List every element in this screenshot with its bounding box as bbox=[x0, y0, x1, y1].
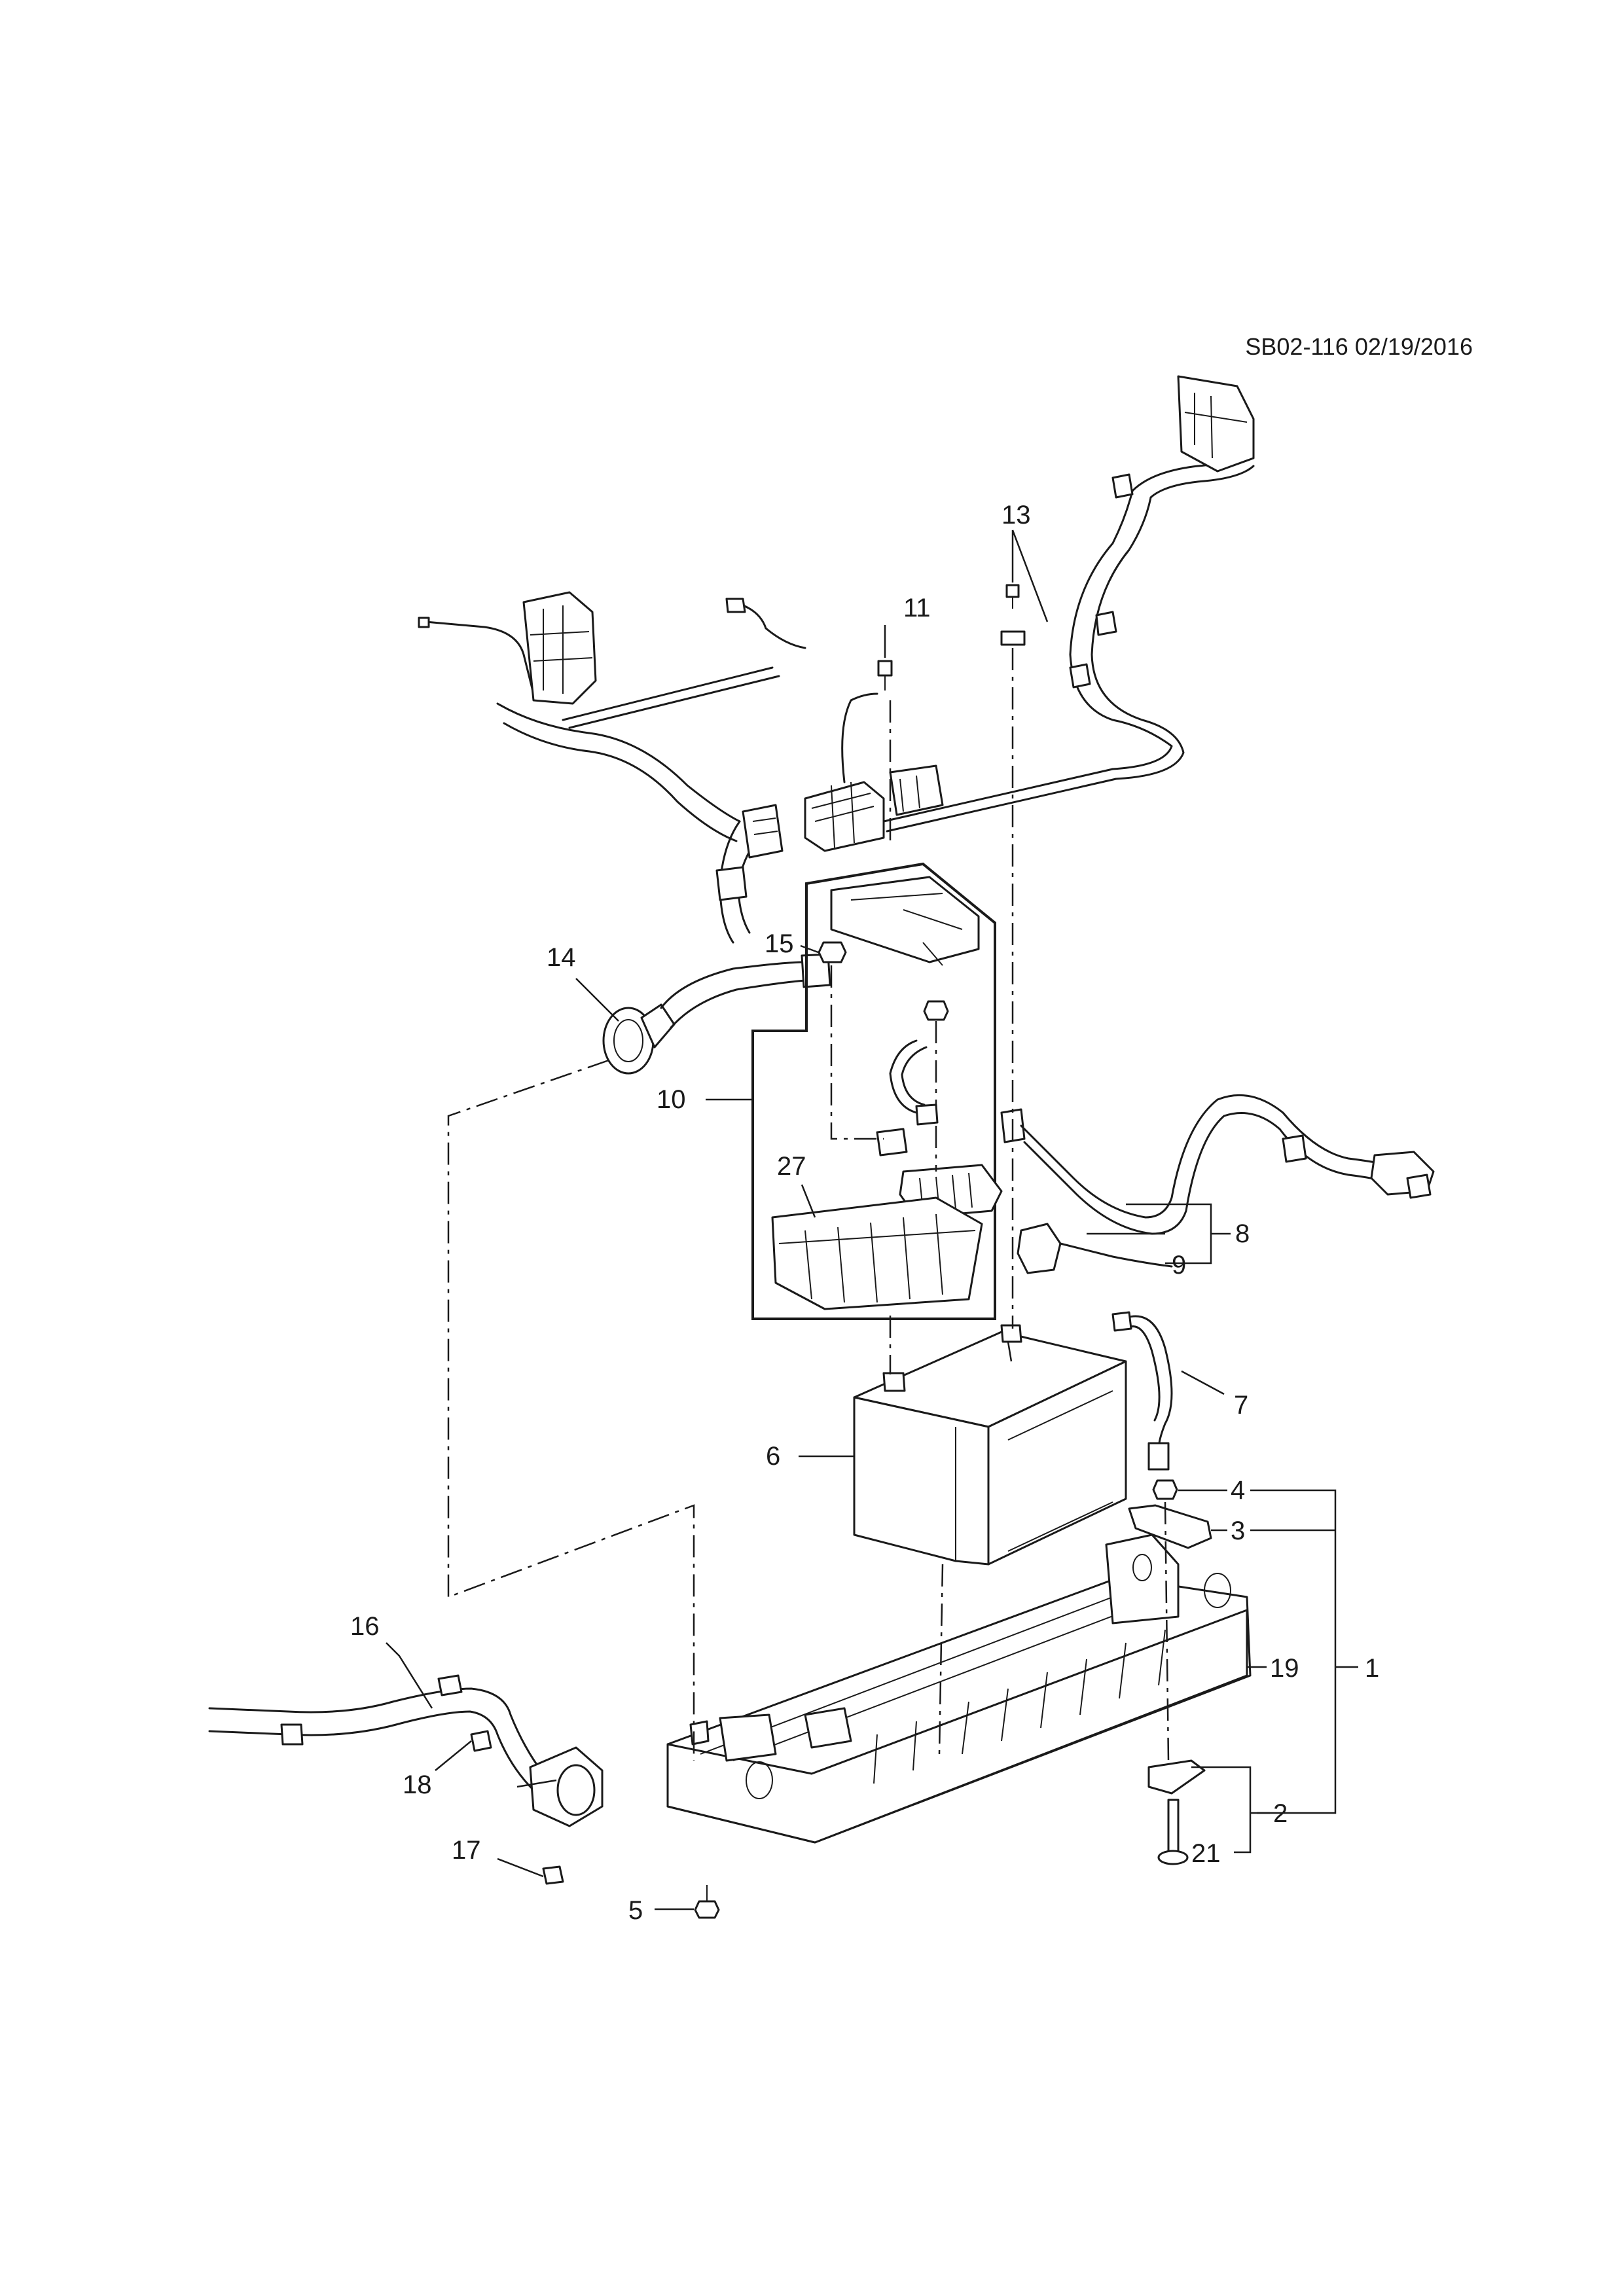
bracket-2 bbox=[1147, 1759, 1206, 1795]
callout-3: 3 bbox=[1231, 1516, 1245, 1545]
bolt-5 bbox=[694, 1885, 720, 1919]
callout-labels: 13 11 14 15 10 27 8 9 7 6 4 3 16 19 1 18… bbox=[350, 501, 1379, 1925]
callout-14: 14 bbox=[547, 943, 576, 972]
callout-4: 4 bbox=[1231, 1476, 1245, 1505]
fuse-box-assembly-10 bbox=[751, 862, 1003, 1320]
callout-8: 8 bbox=[1235, 1219, 1250, 1248]
callout-1: 1 bbox=[1365, 1654, 1379, 1683]
nut-4 bbox=[1152, 1479, 1178, 1500]
callout-11: 11 bbox=[903, 594, 931, 622]
callout-2: 2 bbox=[1273, 1799, 1288, 1828]
main-wiring-harness bbox=[418, 375, 1255, 944]
alignment-lines bbox=[447, 648, 1170, 1761]
battery-tray-19 bbox=[666, 1534, 1252, 1844]
hose-16 bbox=[208, 1674, 604, 1827]
callout-7: 7 bbox=[1234, 1391, 1248, 1420]
callout-5: 5 bbox=[628, 1896, 643, 1925]
clip-9 bbox=[1017, 1223, 1173, 1274]
nut-15 bbox=[818, 941, 847, 963]
bolt-11 bbox=[877, 660, 893, 691]
leader-lines bbox=[386, 529, 1358, 1910]
callout-19: 19 bbox=[1270, 1654, 1299, 1683]
callout-27: 27 bbox=[777, 1152, 806, 1181]
battery-6 bbox=[853, 1324, 1127, 1566]
clip-18 bbox=[470, 1730, 492, 1752]
hold-down-clamp-3 bbox=[1128, 1504, 1212, 1549]
callout-15: 15 bbox=[765, 929, 794, 958]
cable-7 bbox=[1111, 1311, 1173, 1471]
bolt-21 bbox=[1157, 1799, 1189, 1865]
callout-16: 16 bbox=[350, 1612, 380, 1641]
callout-9: 9 bbox=[1172, 1251, 1186, 1280]
bolt-13 bbox=[1000, 584, 1026, 646]
screw-17 bbox=[542, 1865, 564, 1885]
callout-21: 21 bbox=[1191, 1839, 1221, 1868]
callout-17: 17 bbox=[452, 1836, 481, 1865]
battery-cable-harness-8 bbox=[1000, 1094, 1435, 1235]
document-reference: SB02-116 02/19/2016 bbox=[1245, 333, 1473, 360]
grommet-14 bbox=[602, 953, 831, 1075]
callout-10: 10 bbox=[657, 1085, 686, 1114]
callout-13: 13 bbox=[1001, 501, 1031, 529]
callout-18: 18 bbox=[403, 1770, 432, 1799]
callout-6: 6 bbox=[766, 1442, 780, 1471]
